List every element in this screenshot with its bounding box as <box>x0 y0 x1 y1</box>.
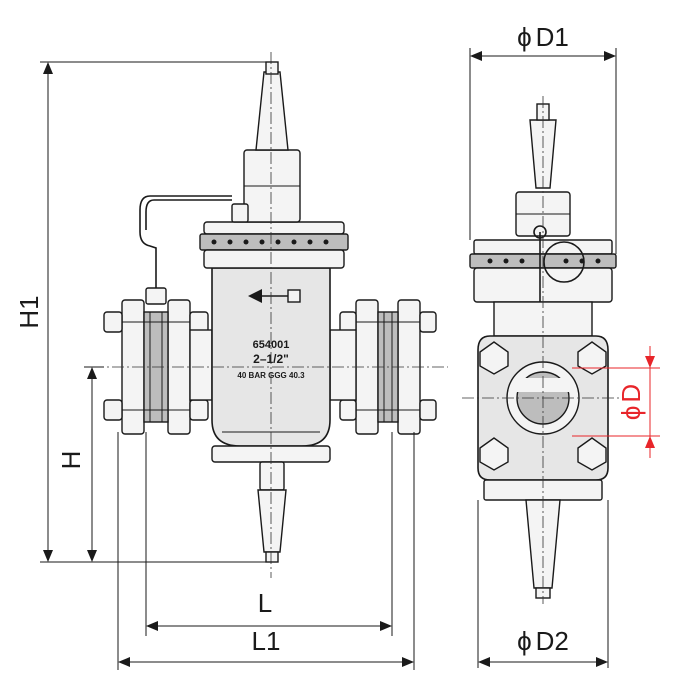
upper-spindle-cap <box>255 71 289 151</box>
pilot-tube <box>139 195 232 292</box>
bonnet <box>199 221 349 269</box>
side-view <box>462 96 624 604</box>
part-number-marking: 654001 <box>253 339 290 351</box>
dimension-d-label: ϕD <box>616 384 646 420</box>
dimension-d-accent: ϕD <box>572 346 660 458</box>
dimension-h1-label: H1 <box>14 295 44 328</box>
flow-arrow-icon <box>248 289 301 303</box>
front-view: 654001 2–1/2" 40 BAR GGG 40.3 <box>92 52 448 578</box>
dimension-l-label: L <box>258 588 272 618</box>
dimension-h-label: H <box>56 451 86 470</box>
lifting-ring-icon <box>543 241 585 283</box>
dimension-l1-label: L1 <box>252 626 281 656</box>
